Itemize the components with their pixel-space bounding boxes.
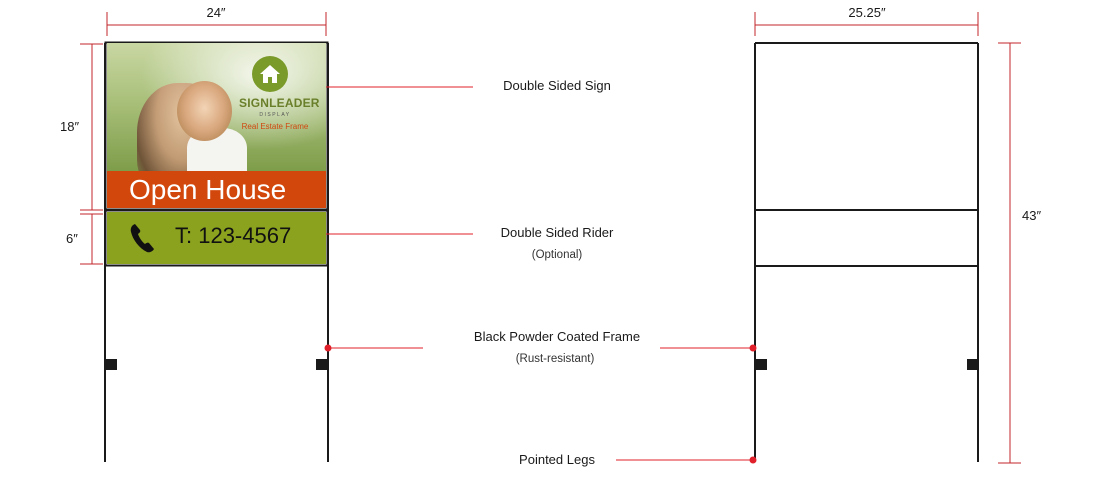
dim-rider-height: 6″ [66,231,78,246]
callout-rider-note: (Optional) [531,249,583,261]
logo-badge [252,56,288,92]
callout-frame-note: (Rust-resistant) [515,353,595,365]
callout-legs: Pointed Legs [519,452,595,467]
callout-sign: Double Sided Sign [503,78,611,93]
brand-name: SIGNLEADER [239,96,320,110]
callout-frame: Black Powder Coated Frame [473,329,641,344]
phone-icon [130,224,154,253]
right-frame-brackets [756,359,978,370]
brand-tagline: Real Estate Frame [241,122,309,131]
dim-sign-height: 18″ [60,119,80,134]
house-icon [260,65,280,83]
right-frame [754,42,979,462]
left-frame-brackets [106,359,327,370]
photo-child [177,81,232,141]
brand-sub: DISPLAY [259,112,291,118]
headline-bar: Open House [107,171,326,208]
dim-sign-width: 24″ [206,5,226,20]
dim-frame-width: 25.25″ [848,5,886,20]
callout-dots [305,83,757,464]
rider-phone-number: T: 123-4567 [175,223,292,248]
dim-frame-height: 43″ [1022,208,1042,223]
left-rider-border [104,209,329,267]
callout-rider: Double Sided Rider [500,225,614,240]
dimension-lines [80,12,1021,464]
sign-panel: SIGNLEADER DISPLAY Real Estate Frame [107,43,326,171]
callout-leaders [309,86,753,461]
rider-panel: T: 123-4567 [107,212,326,264]
